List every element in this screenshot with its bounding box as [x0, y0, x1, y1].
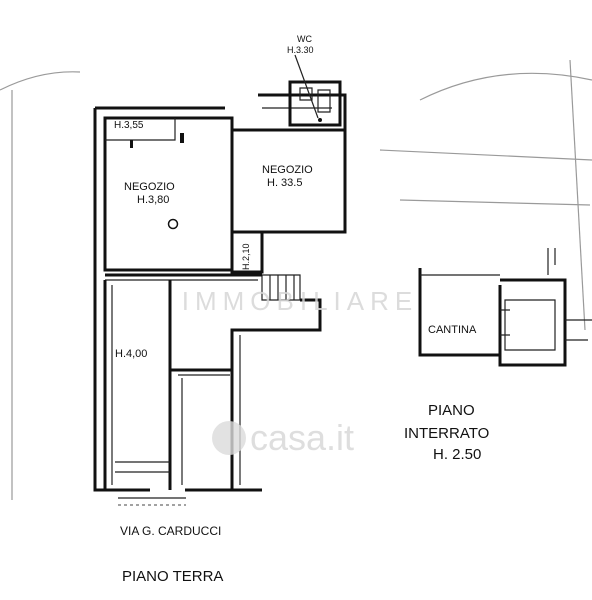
basement-plan	[418, 248, 592, 367]
basement-title-line1: PIANO	[428, 402, 475, 419]
ground-floor-plan	[93, 54, 347, 506]
corridor-walls	[230, 230, 345, 274]
wc-height: H.3.30	[287, 45, 314, 55]
casa-logo-watermark: casa.it	[212, 417, 354, 458]
lower-right-walls	[170, 298, 322, 372]
basement-title-line2: INTERRATO	[404, 425, 489, 442]
watermark-brand: casa.it	[250, 417, 354, 458]
negozio-main-height: H.3,80	[137, 194, 169, 206]
negozio-right-height: H. 33.5	[267, 177, 302, 189]
negozio-right-label: NEGOZIO	[262, 164, 313, 176]
corridor-height-label: H.2,10	[241, 243, 251, 270]
street-label: VIA G. CARDUCCI	[120, 524, 221, 538]
wc-label: WC	[297, 34, 312, 44]
background-grid-lines	[0, 59, 592, 500]
cantina-walls	[418, 268, 502, 357]
column-symbol	[167, 218, 179, 230]
wc-walls	[288, 80, 342, 127]
negozio-main-label: NEGOZIO	[124, 181, 175, 193]
basement-title-line3: H. 2.50	[433, 446, 481, 463]
height-label-355: H.3,55	[114, 120, 144, 131]
lower-room-walls	[103, 280, 172, 490]
lower-room-height-label: H.4,00	[115, 348, 147, 360]
outer-wall	[93, 108, 115, 492]
watermark-text: IMMOBILIARE	[182, 286, 418, 316]
ground-floor-title: PIANO TERRA	[122, 568, 223, 585]
cantina-label: CANTINA	[428, 324, 477, 336]
